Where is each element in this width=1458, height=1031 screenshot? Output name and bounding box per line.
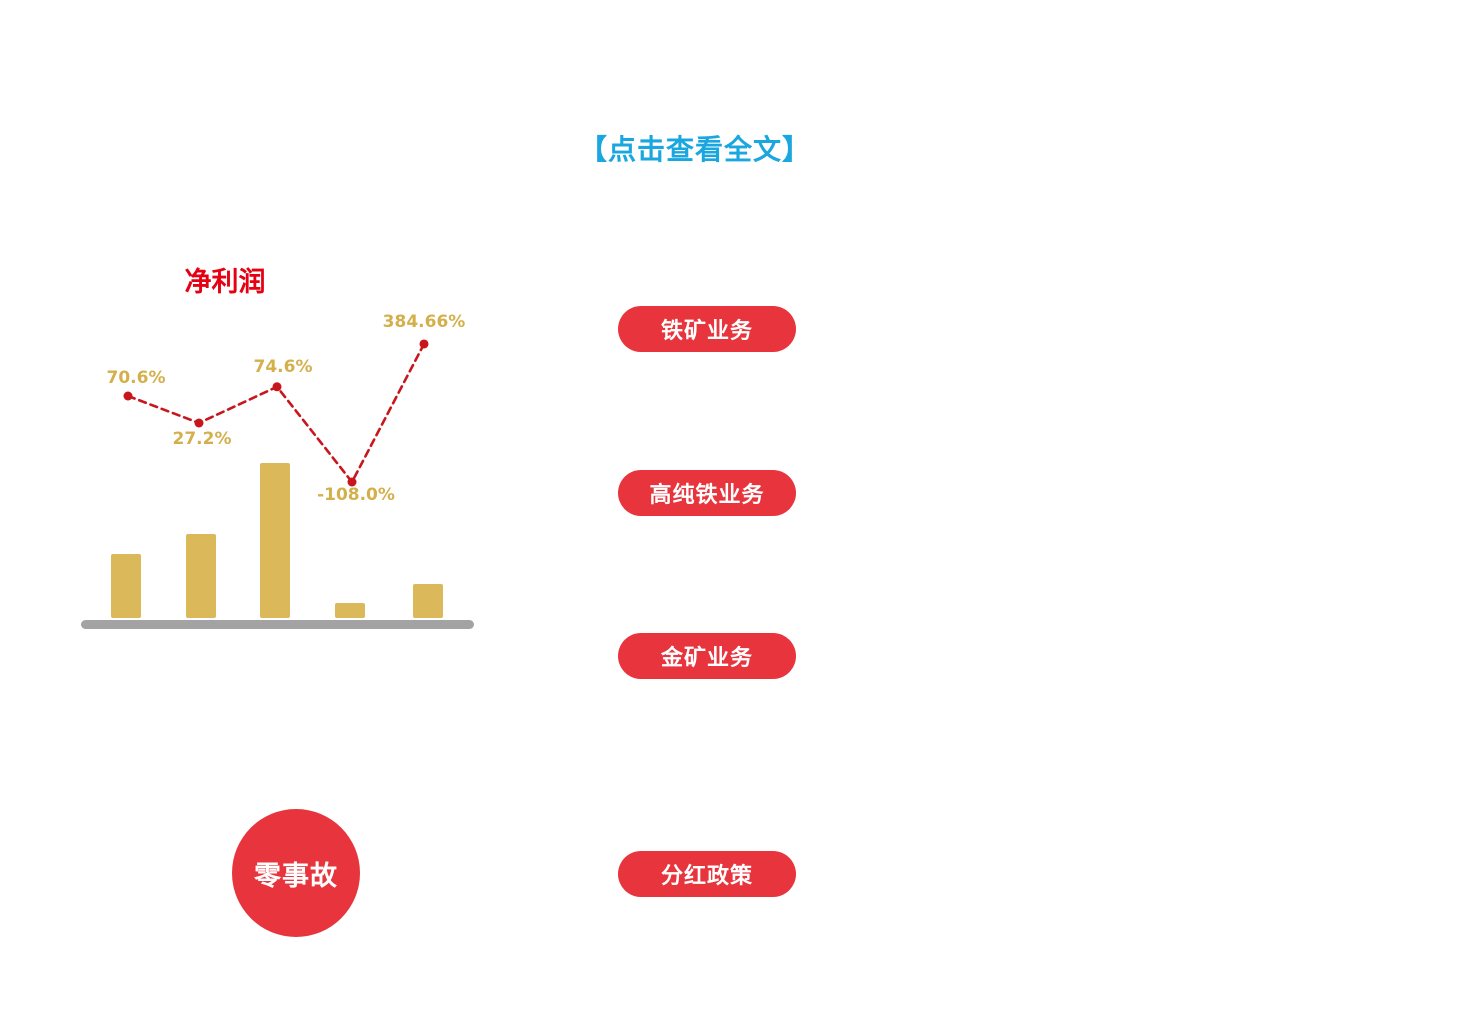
read-full-text-link[interactable]: 【点击查看全文】 [578, 133, 811, 166]
bar-3 [335, 603, 365, 618]
dividend-policy-button[interactable]: 分红政策 [618, 851, 796, 897]
bar-1 [186, 534, 216, 618]
growth-point-1 [194, 418, 204, 428]
growth-point-0 [123, 391, 133, 401]
growth-label-4: 384.66% [383, 312, 466, 332]
iron-ore-business-button[interactable]: 铁矿业务 [618, 306, 796, 352]
chart-baseline [81, 620, 474, 629]
growth-point-2 [272, 382, 282, 392]
growth-point-4 [419, 339, 429, 349]
bar-4 [413, 584, 443, 618]
gold-mine-business-button[interactable]: 金矿业务 [618, 633, 796, 679]
chart-title: 净利润 [184, 267, 266, 298]
bar-2 [260, 463, 290, 618]
growth-label-0: 70.6% [107, 368, 166, 388]
bar-0 [111, 554, 141, 618]
growth-label-1: 27.2% [173, 429, 232, 449]
net-profit-chart: 70.6% 27.2% 74.6% -108.0% 384.66% [81, 312, 474, 629]
growth-label-2: 74.6% [254, 357, 313, 377]
growth-label-3: -108.0% [317, 485, 395, 505]
zero-accident-badge: 零事故 [232, 809, 360, 937]
growth-point-3 [347, 477, 357, 487]
high-purity-iron-business-button[interactable]: 高纯铁业务 [618, 470, 796, 516]
